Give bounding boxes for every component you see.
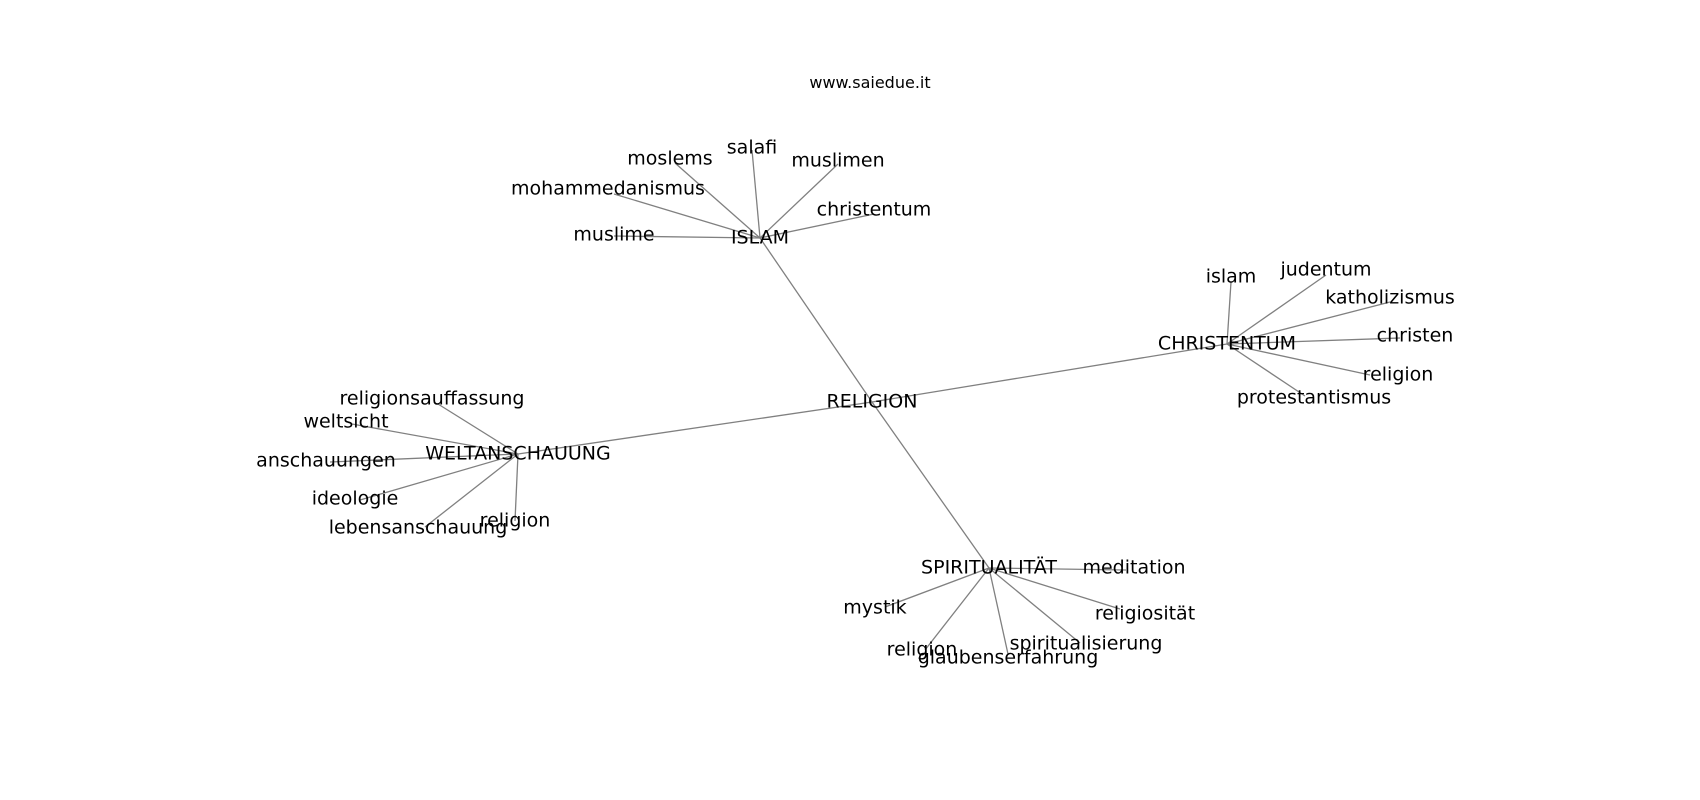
edge-hub-to-leaf xyxy=(437,403,519,455)
leaf-node-label: lebensanschauung xyxy=(329,517,508,539)
leaf-node-label: katholizismus xyxy=(1325,287,1455,309)
leaf-node-label: religiosität xyxy=(1095,603,1195,625)
edge-hub-to-leaf xyxy=(424,453,519,528)
edge-hub-to-leaf xyxy=(988,567,1009,655)
leaf-node-label: muslime xyxy=(573,224,654,246)
leaf-node-label: religion xyxy=(1363,364,1434,386)
edge-hub-to-leaf xyxy=(613,193,761,239)
edge-hub-to-leaf xyxy=(1226,343,1371,376)
leaf-node-label: salafi xyxy=(727,137,777,159)
leaf-node-label: anschauungen xyxy=(256,450,396,472)
edge-hub-to-leaf xyxy=(751,149,761,239)
edge-hub-to-leaf xyxy=(924,567,990,651)
edge-hub-to-leaf xyxy=(1226,281,1232,345)
leaf-node-label: religion xyxy=(887,639,958,661)
leaf-node-label: islam xyxy=(1206,266,1257,288)
leaf-node-label: mohammedanismus xyxy=(511,178,705,200)
edge-hub-to-leaf xyxy=(759,213,875,239)
edge-hub-to-leaf xyxy=(884,567,990,608)
leaf-node-label: glaubenserfahrung xyxy=(918,647,1099,669)
labels-layer: RELIGION ISLAM moslems salafi muslimen mohamm… xyxy=(256,137,1455,669)
edge-hub-to-leaf xyxy=(613,235,761,239)
leaf-node-label: muslimen xyxy=(791,150,884,172)
edge-hub-to-leaf xyxy=(1226,343,1306,397)
leaf-node-label: protestantismus xyxy=(1237,387,1391,409)
edge-hub-to-leaf xyxy=(1226,301,1391,345)
edge-root-to-hub xyxy=(871,401,990,569)
edge-hub-to-leaf xyxy=(514,453,519,522)
leaf-node-label: mystik xyxy=(843,597,906,619)
edge-hub-to-leaf xyxy=(988,567,1127,571)
edge-hub-to-leaf xyxy=(359,453,519,501)
edge-hub-to-leaf xyxy=(1226,274,1327,345)
leaf-node-label: religion xyxy=(480,510,551,532)
leaf-node-label: weltsicht xyxy=(303,411,388,433)
leaf-node-label: christentum xyxy=(817,199,932,221)
edge-hub-to-leaf xyxy=(988,567,1121,610)
leaf-node-label: moslems xyxy=(627,148,712,170)
leaf-node-label: meditation xyxy=(1082,557,1185,579)
edge-hub-to-leaf xyxy=(674,162,761,239)
hub-node-label: ISLAM xyxy=(731,227,789,249)
edge-hub-to-leaf xyxy=(329,453,519,463)
leaf-node-label: spiritualisierung xyxy=(1010,633,1163,655)
leaf-node-label: christen xyxy=(1377,325,1454,347)
hub-node-label: WELTANSCHAUUNG xyxy=(425,443,610,465)
edge-hub-to-leaf xyxy=(1226,337,1401,345)
edge-hub-to-leaf xyxy=(759,163,839,239)
leaf-node-label: ideologie xyxy=(312,488,399,510)
edge-root-to-hub xyxy=(871,343,1228,403)
edge-root-to-hub xyxy=(759,237,873,403)
edges-layer xyxy=(329,149,1401,655)
source-watermark: www.saiedue.it xyxy=(809,73,930,92)
leaf-node-label: judentum xyxy=(1279,259,1371,281)
edge-hub-to-leaf xyxy=(351,423,519,455)
edge-root-to-hub xyxy=(517,401,873,455)
edge-hub-to-leaf xyxy=(988,567,1081,644)
leaf-node-label: religionsauffassung xyxy=(340,388,525,410)
hub-node-label: CHRISTENTUM xyxy=(1158,333,1296,355)
hub-node-label: SPIRITUALITÄT xyxy=(921,556,1057,579)
root-node-label: RELIGION xyxy=(827,391,918,413)
